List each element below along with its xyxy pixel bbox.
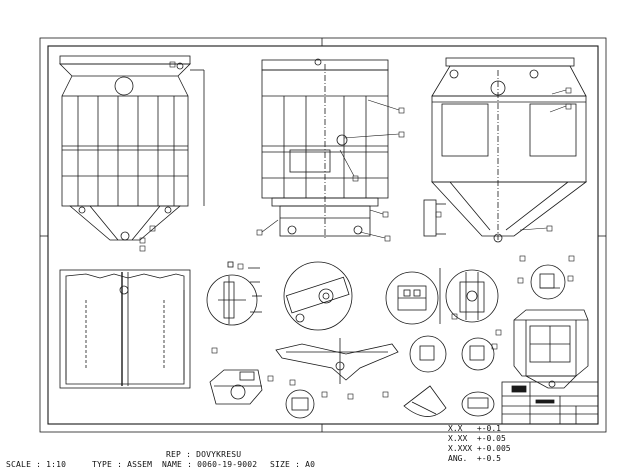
plan-view xyxy=(59,269,191,389)
rep-label: REP : DOVYKRESU xyxy=(166,450,242,459)
detail-f xyxy=(209,369,263,405)
size-label: SIZE : A0 xyxy=(270,460,316,469)
tolerance-1: X.X +-0.1 xyxy=(448,424,501,433)
name-label: NAME : 0060-19-9002 xyxy=(162,460,258,469)
tolerance-3: X.XXX +-0.005 xyxy=(448,444,511,453)
detail-hopper xyxy=(275,338,399,384)
detail-i xyxy=(403,385,447,417)
tolerance-2: X.XX +-0.05 xyxy=(448,434,506,443)
title-block xyxy=(501,381,599,425)
outer-border xyxy=(39,37,607,433)
detail-a xyxy=(206,261,262,326)
end-view xyxy=(423,57,588,243)
detail-b xyxy=(283,261,353,331)
detail-c xyxy=(385,268,441,325)
detail-g xyxy=(285,389,315,419)
detail-e xyxy=(530,264,566,300)
iso-view xyxy=(513,309,589,389)
tolerance-4: ANG. +-0.5 xyxy=(448,454,501,463)
inner-border xyxy=(47,45,599,425)
detail-d xyxy=(445,269,499,323)
front-view xyxy=(59,55,205,241)
side-view xyxy=(261,58,389,240)
scale-label: SCALE : 1:10 xyxy=(6,460,67,469)
callout-markers xyxy=(139,61,575,400)
detail-h xyxy=(409,335,495,373)
detail-j xyxy=(461,391,495,417)
type-label: TYPE : ASSEM xyxy=(92,460,153,469)
